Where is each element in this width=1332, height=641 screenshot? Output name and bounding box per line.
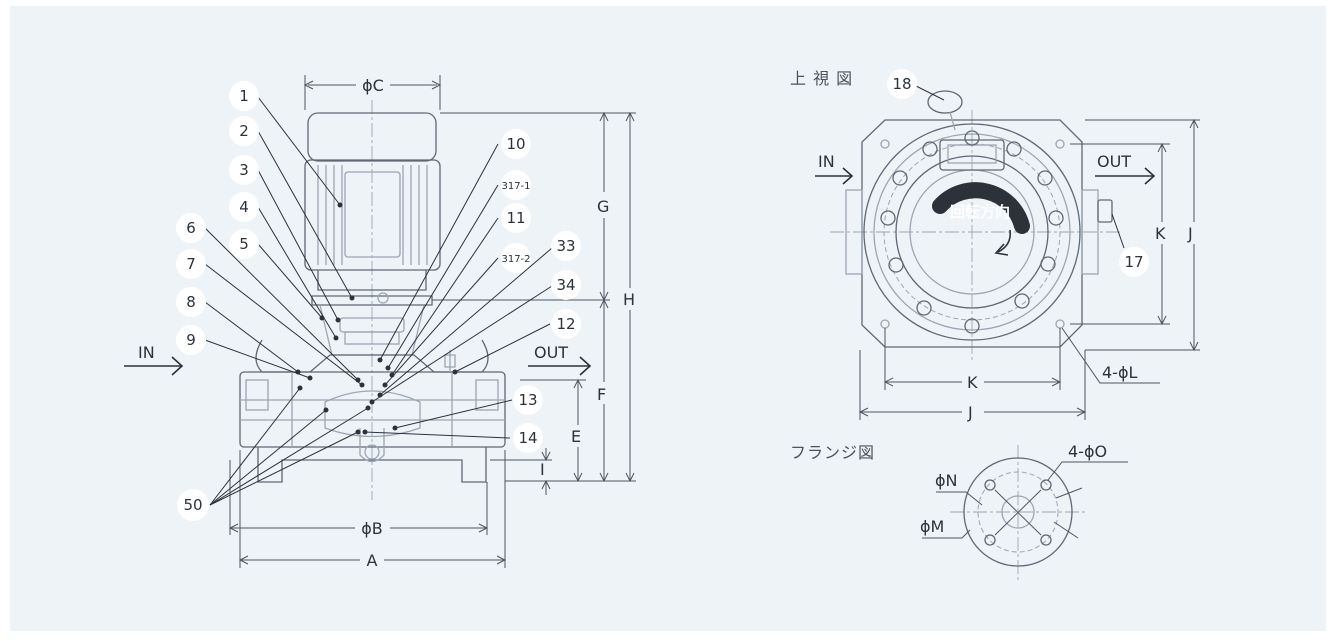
part-10: 10 [501, 129, 531, 159]
dim-phiM-label: ϕM [920, 517, 944, 536]
svg-text:1: 1 [239, 87, 249, 105]
part-2: 2 [229, 116, 259, 146]
dim-E-label: E [571, 427, 581, 446]
part-14: 14 [513, 423, 543, 453]
part-12: 12 [551, 309, 581, 339]
dim-bottom: ϕB A [228, 450, 507, 570]
flow-out-right-label: OUT [1097, 152, 1131, 171]
part-5: 5 [229, 229, 259, 259]
part-17: 17 [1119, 247, 1149, 277]
part-7: 7 [176, 249, 206, 279]
dim-G-label: G [597, 197, 609, 216]
svg-text:17: 17 [1124, 253, 1143, 271]
dim-A-label: A [367, 551, 378, 570]
flange-view: 4-ϕO ϕN ϕM [920, 442, 1128, 580]
top-view-title: 上 視 図 [790, 69, 853, 88]
part-bubbles-right: 18 17 [887, 69, 1149, 277]
flange-view-title: フランジ図 [790, 443, 875, 462]
part-3: 3 [229, 155, 259, 185]
top-view: 回転方向 [830, 90, 1120, 360]
motor-fan-cover [307, 112, 437, 162]
svg-text:13: 13 [518, 391, 537, 409]
part-13: 13 [513, 385, 543, 415]
svg-text:9: 9 [186, 331, 196, 349]
dim-J-bottom-label: J [967, 403, 973, 422]
dim-phiN-label: ϕN [935, 471, 958, 490]
flow-in-left: IN [124, 343, 184, 376]
part-34: 34 [551, 270, 581, 300]
part-bubbles: 1 2 3 4 5 6 7 8 9 10 317-1 11 317-2 33 3… [176, 81, 581, 521]
flow-out-left: OUT [528, 343, 592, 376]
svg-text:4: 4 [239, 198, 249, 216]
part-33: 33 [551, 231, 581, 261]
dim-H-label: H [623, 290, 635, 309]
dim-phiC: ϕC [303, 75, 442, 110]
dim-holes-L-label: 4-ϕL [1102, 363, 1138, 382]
dim-top-view: K J K J 4-ϕL [858, 118, 1200, 422]
svg-text:6: 6 [186, 219, 196, 237]
part-6: 6 [176, 213, 206, 243]
rotation-label: 回転方向 [950, 203, 1010, 221]
svg-text:14: 14 [518, 429, 537, 447]
part-18: 18 [887, 69, 917, 99]
svg-text:2: 2 [239, 122, 249, 140]
svg-text:5: 5 [239, 235, 249, 253]
dim-F-label: F [597, 385, 606, 404]
dim-phiC-label: ϕC [362, 76, 384, 95]
dim-K-side-label: K [1155, 224, 1166, 243]
svg-text:34: 34 [556, 276, 575, 294]
part-9: 9 [176, 325, 206, 355]
flow-in-right: IN [815, 152, 854, 185]
svg-text:8: 8 [186, 293, 196, 311]
pump-casing [239, 371, 506, 448]
svg-text:7: 7 [186, 255, 196, 273]
dim-phiB-label: ϕB [361, 519, 383, 538]
rotation-band [932, 182, 1030, 234]
flow-out-right: OUT [1095, 152, 1156, 185]
diagram-background [10, 6, 1326, 631]
dim-J-side-label: J [1187, 224, 1193, 243]
svg-text:10: 10 [506, 135, 525, 153]
part-50: 50 [177, 489, 209, 521]
part-leaders [204, 96, 553, 506]
part-1: 1 [229, 81, 259, 111]
dim-I-label: I [540, 460, 545, 479]
svg-text:50: 50 [183, 496, 202, 514]
dim-K-bottom-label: K [967, 373, 978, 392]
svg-text:3: 3 [239, 161, 249, 179]
part-317-1: 317-1 [501, 170, 531, 200]
flow-in-right-label: IN [818, 152, 835, 171]
casing-cover [255, 339, 489, 373]
part-317-2: 317-2 [501, 243, 531, 273]
flow-in-left-label: IN [138, 343, 155, 362]
part-4: 4 [229, 192, 259, 222]
flow-out-left-label: OUT [534, 343, 568, 362]
dim-holes-O-label: 4-ϕO [1068, 442, 1107, 461]
part-11: 11 [501, 203, 531, 233]
svg-text:18: 18 [892, 75, 911, 93]
dim-right-stack: G F H E I [432, 111, 636, 495]
motor-bracket [311, 295, 433, 306]
svg-text:33: 33 [556, 237, 575, 255]
svg-text:11: 11 [506, 209, 525, 227]
svg-text:12: 12 [556, 315, 575, 333]
svg-text:317-2: 317-2 [501, 254, 530, 265]
svg-text:317-1: 317-1 [501, 181, 530, 192]
part-8: 8 [176, 287, 206, 317]
side-view [239, 100, 506, 500]
